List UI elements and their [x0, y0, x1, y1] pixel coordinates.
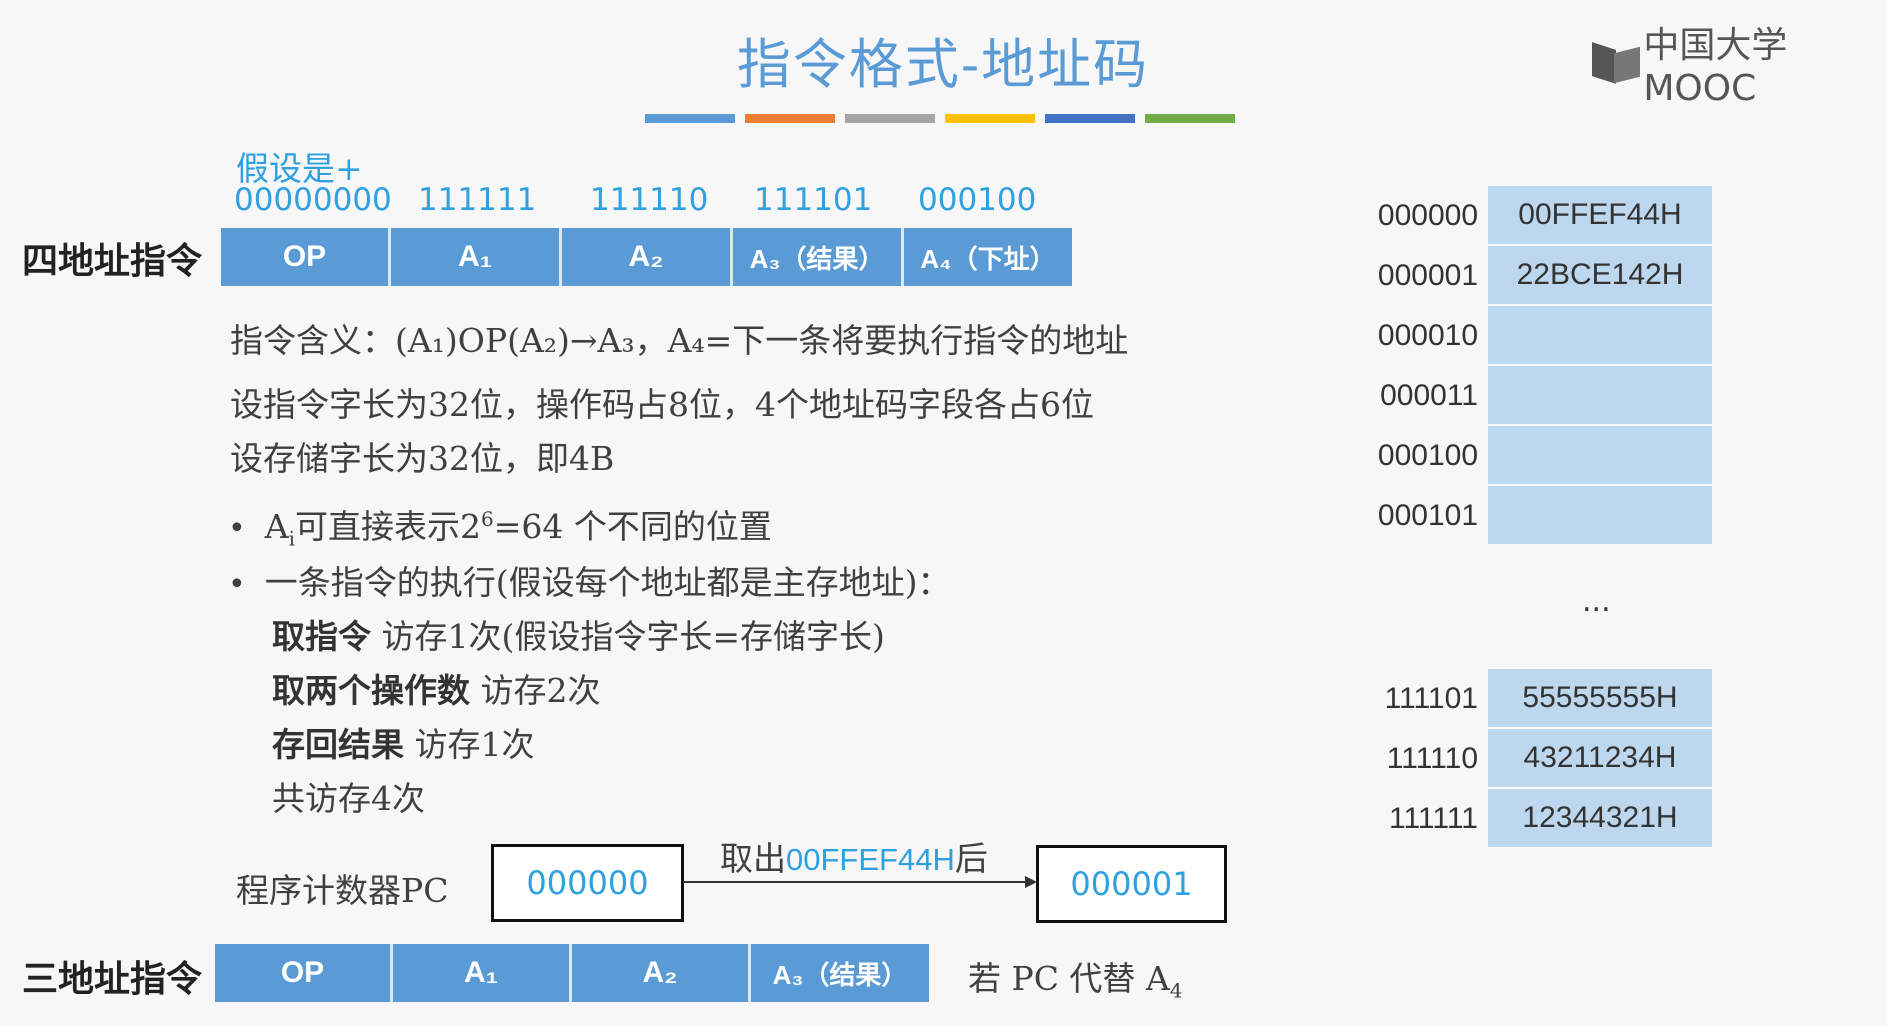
mem-cell: 12344321H	[1488, 789, 1712, 847]
bullet-1-sub: i	[288, 526, 296, 551]
pc-to-box: 000001	[1036, 845, 1227, 923]
field-a1: A₁	[393, 944, 572, 1002]
bullet-1: • Ai可直接表示26=64 个不同的位置	[228, 500, 772, 551]
bullet-1-sup: 6	[481, 507, 494, 531]
mem-addr: 111101	[1384, 682, 1478, 715]
memory-row: 000010	[1338, 306, 1712, 366]
color-bar-6	[1145, 114, 1235, 123]
mem-addr: 000010	[1377, 319, 1478, 352]
logo-text: 中国大学MOOC	[1643, 25, 1788, 109]
bullet-2-text: 一条指令的执行(假设每个地址都是主存地址)：	[264, 563, 951, 602]
field-a4: A₄（下址）	[904, 228, 1072, 286]
step-2-bold: 取两个操作数	[272, 671, 470, 710]
assume-line-1: 设指令字长为32位，操作码占8位，4个地址码字段各占6位	[230, 385, 1094, 424]
step-1-bold: 取指令	[272, 617, 371, 656]
mem-addr: 000000	[1377, 199, 1478, 232]
note-pre: 若 PC 代替 A	[968, 959, 1170, 998]
bits-a2: 111110	[590, 182, 709, 218]
three-addr-note: 若 PC 代替 A4	[968, 952, 1183, 1003]
arrow-pre: 取出	[720, 839, 786, 878]
meaning-line: 指令含义：(A₁)OP(A₂)→A₃，A₄=下一条将要执行指令的地址	[230, 321, 1129, 360]
mooc-logo: 中国大学MOOC	[1592, 16, 1886, 109]
step-2-rest: 访存2次	[470, 671, 601, 710]
color-bar-5	[1045, 114, 1135, 123]
memory-top: 000000 00FFEF44H 000001 22BCE142H 000010 0…	[1338, 186, 1712, 546]
bits-op: 00000000	[234, 182, 392, 218]
mem-cell: 55555555H	[1488, 669, 1712, 727]
bullet-1-pre: A	[264, 507, 289, 546]
four-addr-bits: 00000000 111111 111110 111101 000100	[234, 182, 1114, 222]
pc-arrow	[683, 876, 1037, 888]
three-addr-label: 三地址指令	[22, 958, 203, 1000]
memory-ellipsis: ...	[1582, 584, 1611, 619]
bullet-1-mid: 可直接表示2	[295, 507, 482, 546]
color-bar-4	[945, 114, 1035, 123]
pc-from-box: 000000	[491, 844, 684, 922]
step-4-rest: 共访存4次	[272, 779, 425, 818]
arrow-post: 后	[954, 839, 988, 878]
four-addr-format: OP A₁ A₂ A₃（结果） A₄（下址）	[221, 228, 1072, 286]
arrow-val: 00FFEF44H	[786, 842, 955, 877]
step-1: 取指令 访存1次(假设指令字长=存储字长)	[272, 610, 885, 658]
mem-cell: 00FFEF44H	[1488, 186, 1712, 244]
field-a2: A₂	[562, 228, 733, 286]
color-bar-2	[745, 114, 835, 123]
step-2: 取两个操作数 访存2次	[272, 664, 601, 712]
pc-arrow-text: 取出00FFEF44H后	[720, 832, 988, 880]
field-op: OP	[221, 228, 391, 286]
step-3-rest: 访存1次	[404, 725, 535, 764]
color-bar-3	[845, 114, 935, 123]
mem-addr: 111110	[1386, 742, 1478, 775]
field-a2: A₂	[572, 944, 751, 1002]
bullet-dot: •	[228, 567, 265, 602]
memory-row: 111111 12344321H	[1338, 789, 1712, 849]
mem-addr: 000100	[1377, 439, 1478, 472]
step-1-rest: 访存1次(假设指令字长=存储字长)	[371, 617, 885, 656]
note-sub: 4	[1169, 978, 1183, 1003]
mem-addr: 000001	[1377, 259, 1478, 292]
mem-cell: 22BCE142H	[1488, 246, 1712, 304]
mooc-logo-icon	[1592, 42, 1637, 84]
step-4: 共访存4次	[272, 772, 425, 820]
field-a1: A₁	[391, 228, 562, 286]
memory-row: 000001 22BCE142H	[1338, 246, 1712, 306]
memory-bottom: 111101 55555555H 111110 43211234H 111111 12…	[1338, 669, 1712, 849]
bullet-dot: •	[228, 511, 265, 546]
mem-cell: 43211234H	[1488, 729, 1712, 787]
memory-row: 111110 43211234H	[1338, 729, 1712, 789]
field-a3: A₃（结果）	[751, 944, 929, 1002]
three-addr-format: OP A₁ A₂ A₃（结果）	[215, 944, 929, 1002]
memory-row: 000011	[1338, 366, 1712, 426]
memory-row: 000101	[1338, 486, 1712, 546]
pc-label: 程序计数器PC	[236, 871, 449, 910]
mem-addr: 000011	[1380, 379, 1478, 412]
mem-cell	[1488, 366, 1712, 424]
assume-label: 假设是+	[236, 149, 363, 188]
bits-a4: 000100	[918, 182, 1037, 218]
color-bar-1	[645, 114, 735, 123]
memory-row: 000100	[1338, 426, 1712, 486]
step-3-bold: 存回结果	[272, 725, 404, 764]
step-3: 存回结果 访存1次	[272, 718, 535, 766]
field-a3: A₃（结果）	[733, 228, 904, 286]
mem-addr: 000101	[1377, 499, 1478, 532]
mem-cell	[1488, 306, 1712, 364]
four-addr-label: 四地址指令	[22, 240, 203, 282]
slide-title: 指令格式-地址码	[736, 33, 1150, 96]
bullet-1-post: =64 个不同的位置	[493, 507, 772, 546]
bits-a1: 111111	[418, 182, 537, 218]
memory-row: 111101 55555555H	[1338, 669, 1712, 729]
field-op: OP	[215, 944, 393, 1002]
mem-cell	[1488, 426, 1712, 484]
mem-cell	[1488, 486, 1712, 544]
mem-addr: 111111	[1389, 802, 1478, 835]
assume-line-2: 设存储字长为32位，即4B	[230, 439, 615, 478]
bits-a3: 111101	[754, 182, 873, 218]
memory-row: 000000 00FFEF44H	[1338, 186, 1712, 246]
bullet-2: • 一条指令的执行(假设每个地址都是主存地址)：	[228, 556, 951, 604]
